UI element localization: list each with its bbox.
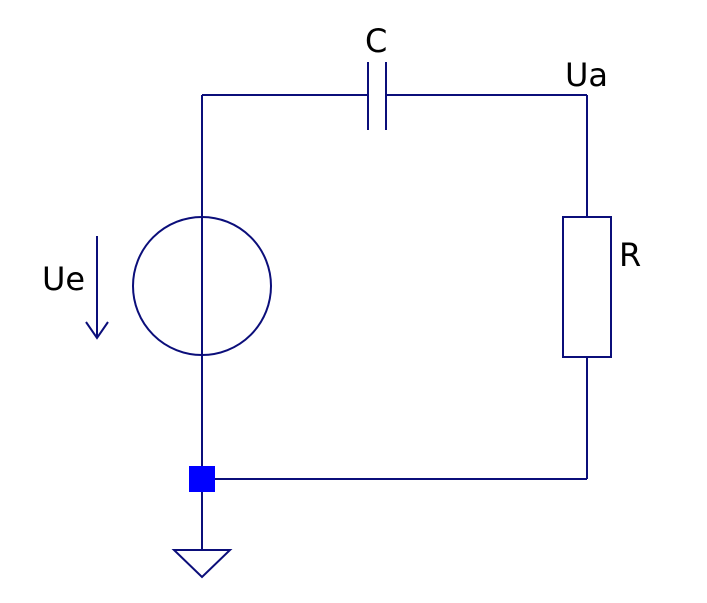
input-voltage-label: Ue (42, 260, 85, 298)
output-voltage-label: Ua (565, 56, 608, 94)
voltage-source-icon (132, 216, 272, 356)
resistor-icon (562, 216, 612, 358)
capacitor-icon (367, 62, 387, 130)
junction-node-icon (189, 466, 215, 492)
ground-icon (171, 549, 233, 579)
wires (201, 94, 588, 550)
down-arrow-icon (85, 236, 109, 340)
resistor-label: R (619, 236, 641, 274)
arrow-head (85, 321, 109, 340)
capacitor-label: C (365, 22, 387, 60)
